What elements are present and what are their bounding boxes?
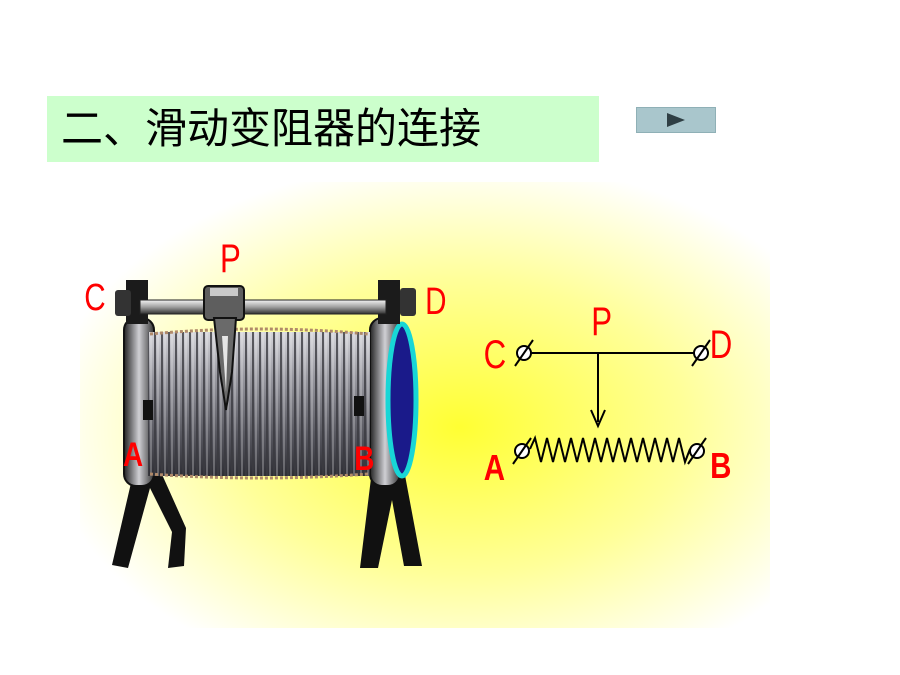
resistor-zigzag	[529, 434, 691, 466]
slider-arrow-head	[590, 409, 606, 429]
schematic-label-p: P	[591, 299, 612, 344]
device-label-p: P	[220, 236, 241, 281]
left-leg	[112, 470, 186, 568]
rheostat-schematic: C D P A B	[484, 299, 733, 487]
device-label-d: D	[425, 281, 446, 323]
slide-bar	[139, 299, 387, 315]
right-leg	[360, 470, 422, 568]
coil-top-edge	[149, 327, 369, 336]
coil-bottom-edge	[149, 472, 369, 480]
slider-contact-highlight	[222, 336, 228, 392]
right-nut	[400, 288, 416, 316]
schematic-label-b: B	[710, 445, 731, 485]
page-title: 二、滑动变阻器的连接	[61, 104, 482, 153]
resistance-coil	[148, 332, 370, 476]
screw-a	[143, 400, 153, 420]
schematic-label-c: C	[484, 332, 507, 377]
terminal-d	[691, 339, 711, 367]
schematic-label-d: D	[710, 322, 733, 367]
terminal-a	[512, 437, 532, 465]
device-label-a: A	[123, 435, 143, 473]
slider-top	[210, 288, 238, 296]
schematic-label-a: A	[484, 447, 505, 487]
device-label-b: B	[354, 439, 374, 477]
device-label-c: C	[84, 277, 105, 319]
rheostat-device: C D P A B	[84, 236, 447, 568]
title-box: 二、滑动变阻器的连接	[47, 96, 599, 162]
left-nut	[115, 290, 131, 316]
right-end-cap	[385, 321, 419, 479]
play-icon	[667, 113, 685, 127]
terminal-b	[687, 437, 707, 465]
slider-p[interactable]	[203, 285, 245, 411]
play-button[interactable]	[636, 107, 716, 133]
terminal-c	[514, 339, 534, 367]
screw-b	[354, 396, 364, 416]
